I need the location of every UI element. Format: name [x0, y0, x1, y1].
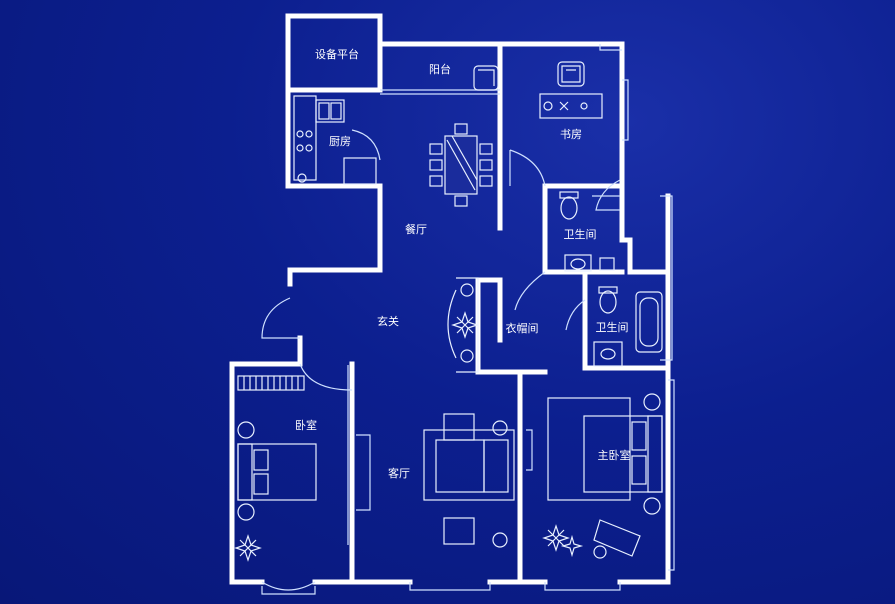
plant-icon [234, 534, 262, 562]
plant-icon [560, 534, 584, 558]
wardrobe [237, 375, 305, 391]
windows [261, 44, 675, 595]
bed-icon [547, 393, 663, 515]
bed-icon [237, 421, 317, 521]
balcony-chair-icon [473, 65, 499, 91]
toilet-icon [559, 191, 579, 220]
sink-icon [564, 254, 592, 272]
room-label-living-room: 客厅 [388, 466, 410, 480]
doors [261, 129, 621, 391]
room-label-balcony: 阳台 [429, 62, 451, 76]
bathtub-icon [635, 291, 663, 353]
study-furniture [539, 61, 603, 119]
kitchen-fixtures [293, 95, 377, 185]
room-label-master-bedroom: 主卧室 [598, 448, 631, 462]
plant-icon [542, 524, 570, 552]
room-label-dining: 餐厅 [405, 222, 427, 236]
room-label-entrance: 玄关 [377, 314, 399, 328]
room-label-cloakroom: 衣帽间 [506, 321, 539, 335]
walls [229, 13, 671, 585]
toilet-icon [598, 286, 618, 314]
lounge-chair-icon [593, 519, 641, 559]
room-label-bedroom: 卧室 [295, 418, 317, 432]
small-cabinet [599, 257, 615, 271]
room-label-kitchen: 厨房 [329, 135, 351, 148]
sink-icon [593, 341, 623, 367]
room-label-study: 书房 [560, 128, 582, 141]
sofa-icon [423, 413, 515, 548]
room-label-bathroom-2: 卫生间 [596, 320, 629, 334]
room-label-bathroom-1: 卫生间 [564, 227, 597, 241]
room-label-equipment-platform: 设备平台 [315, 47, 359, 61]
dining-table-icon [429, 123, 493, 207]
plant-icon [451, 311, 479, 339]
